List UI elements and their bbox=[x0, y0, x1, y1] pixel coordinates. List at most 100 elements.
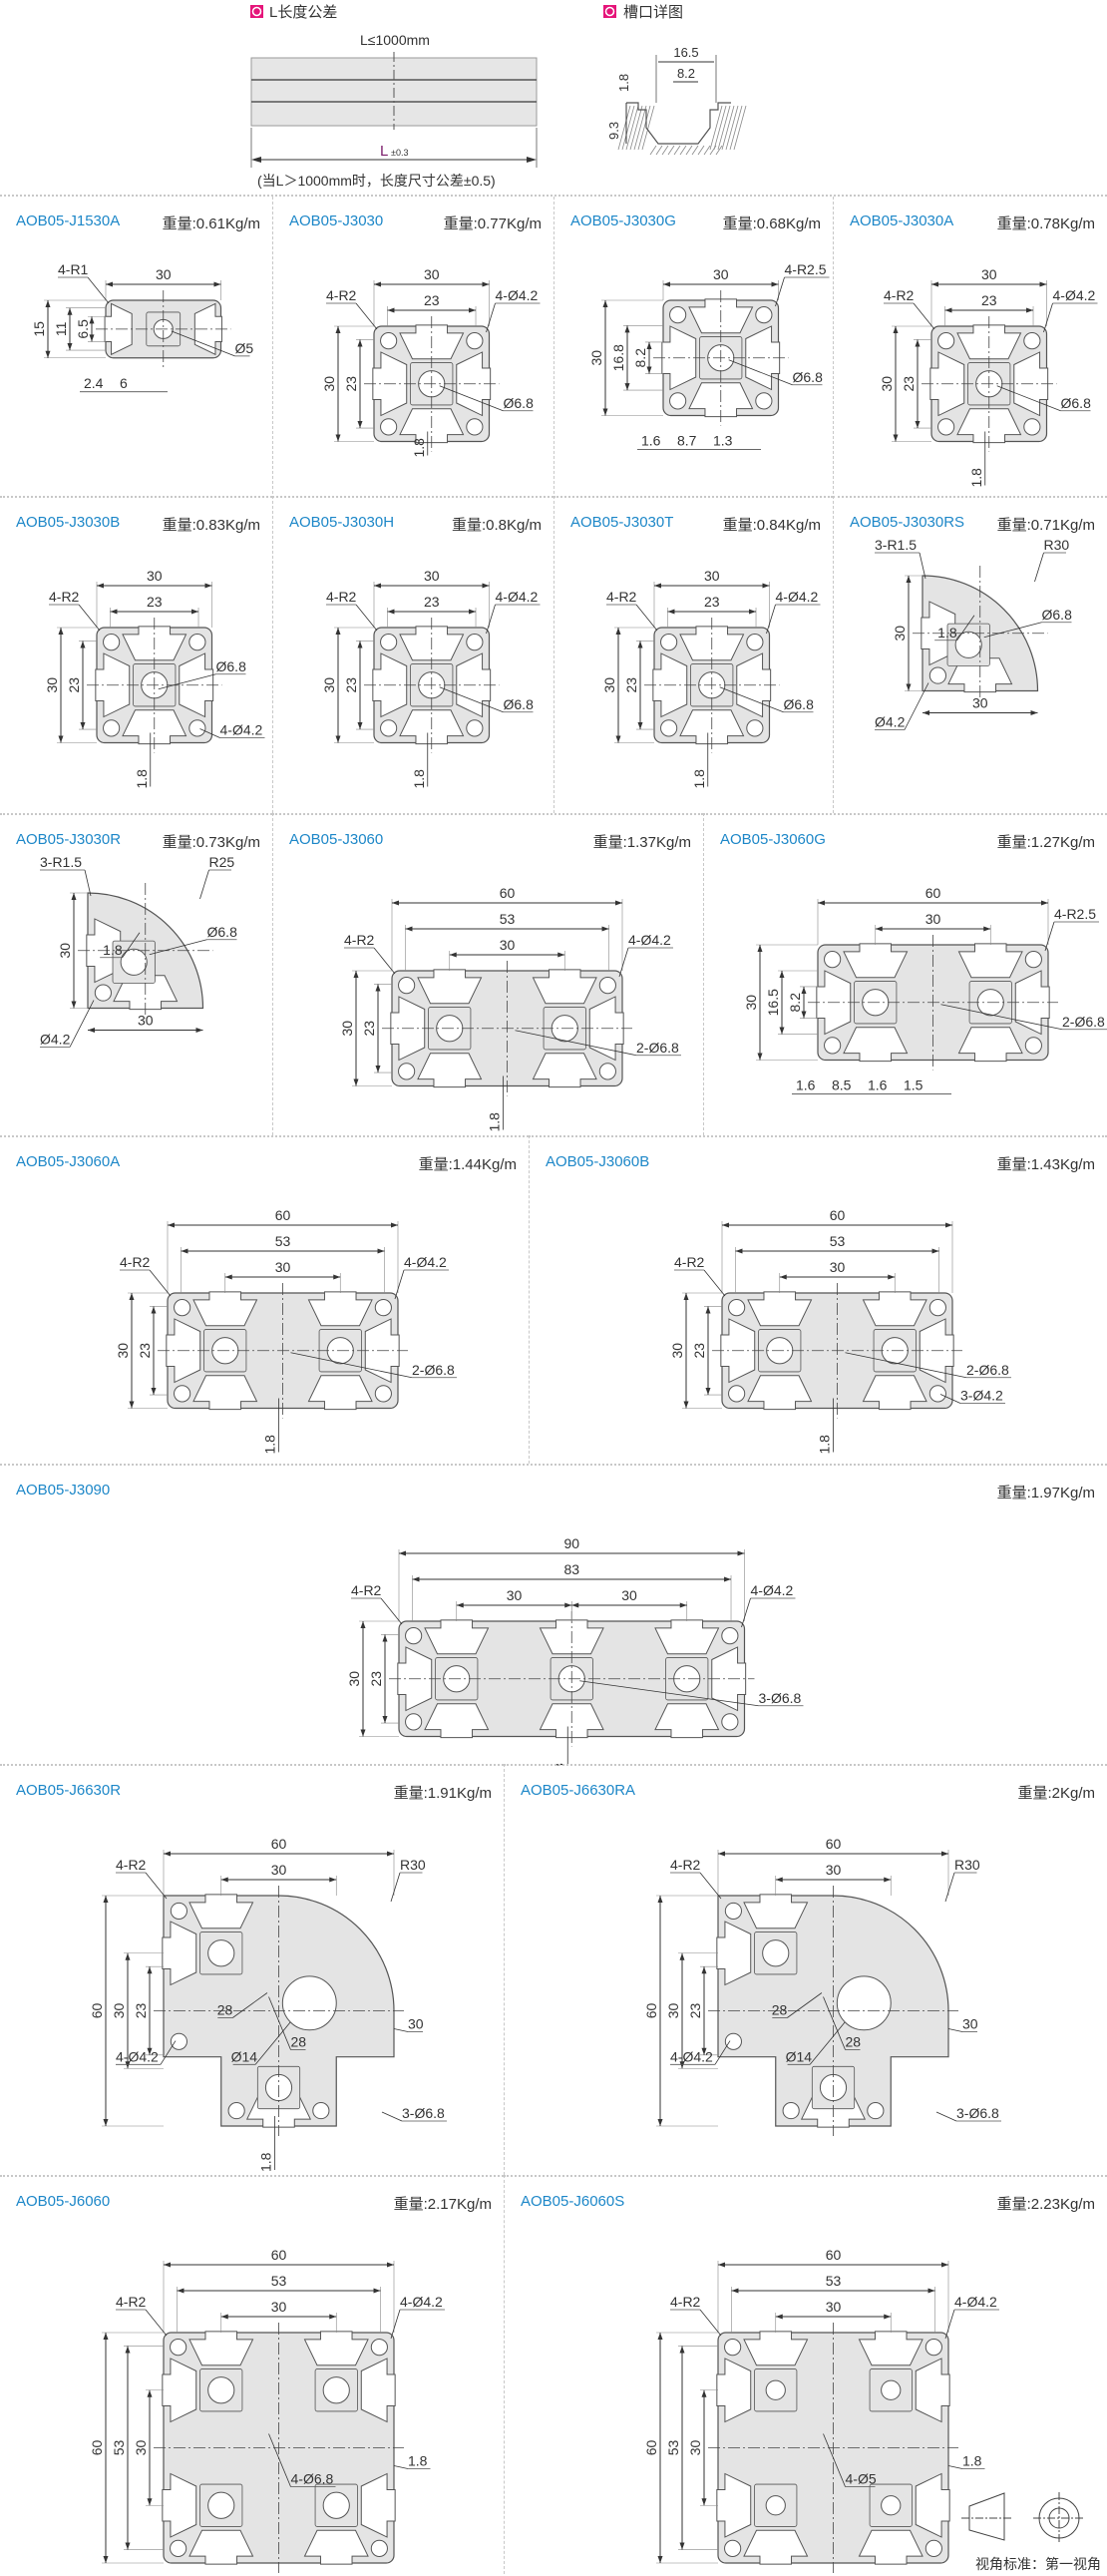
dimension-label: 30 bbox=[601, 677, 617, 693]
dimension-label: 30 bbox=[925, 911, 941, 927]
arrow-icon bbox=[412, 1576, 420, 1582]
corner-hole bbox=[669, 392, 687, 410]
arrow-icon bbox=[373, 2288, 381, 2294]
arrow-icon bbox=[779, 1027, 785, 1035]
arrow-icon bbox=[45, 350, 51, 358]
marker-circle-icon bbox=[251, 6, 262, 17]
length-tolerance: L长度公差 L≤1000mm L ±0.3 (当L＞1000mm时，长度尺寸公差… bbox=[250, 4, 538, 189]
dimension-label: 30 bbox=[972, 695, 988, 711]
callout-label: 1.8 bbox=[408, 2453, 428, 2469]
callout-label: Ø6.8 bbox=[504, 395, 535, 411]
callout-label: 3-Ø6.8 bbox=[759, 1690, 802, 1706]
arrow-icon bbox=[701, 1966, 707, 1974]
leader-line bbox=[486, 302, 496, 333]
slot-outline bbox=[626, 102, 731, 145]
arrow-icon bbox=[557, 952, 565, 958]
dimension-label: 30 bbox=[321, 677, 337, 693]
profile-weight: 重量:0.71Kg/m bbox=[996, 517, 1095, 534]
t-slot bbox=[162, 2472, 197, 2538]
callout-label: Ø6.8 bbox=[1042, 607, 1073, 623]
hatch-line bbox=[733, 105, 747, 151]
callout-label: 4-R2 bbox=[670, 2294, 701, 2310]
leader-line bbox=[823, 1996, 846, 2050]
arrow-icon bbox=[335, 434, 341, 442]
slot-width-label: 16.5 bbox=[673, 45, 698, 60]
arrow-icon bbox=[125, 2061, 131, 2069]
leader-line bbox=[766, 604, 776, 635]
profile-weight: 重量:2Kg/m bbox=[1017, 1785, 1095, 1802]
dimension-label: 30 bbox=[665, 2003, 681, 2019]
arrow-icon bbox=[888, 1274, 896, 1280]
hatch-line bbox=[709, 105, 723, 151]
corner-hole bbox=[380, 719, 398, 737]
arrow-icon bbox=[771, 281, 779, 287]
leader-line bbox=[149, 1269, 172, 1297]
t-slot bbox=[654, 1619, 720, 1655]
dimension-label: 8.7 bbox=[677, 433, 697, 449]
arrow-icon bbox=[679, 2061, 685, 2069]
arrow-icon bbox=[45, 300, 51, 307]
corner-hole bbox=[1024, 1037, 1042, 1055]
callout-label: 4-R2 bbox=[606, 589, 637, 605]
callout-label: 4-Ø4.2 bbox=[628, 932, 671, 948]
t-slot bbox=[188, 2331, 254, 2366]
large-bore bbox=[281, 1975, 337, 2031]
dimension-label: 23 bbox=[343, 376, 359, 392]
arrow-icon bbox=[571, 1602, 579, 1608]
arrow-icon bbox=[906, 576, 912, 583]
dimension-label: 60 bbox=[275, 1207, 291, 1223]
leader-line bbox=[232, 1992, 268, 2018]
arrow-icon bbox=[357, 641, 363, 648]
header-section: L长度公差 L≤1000mm L ±0.3 (当L＞1000mm时，长度尺寸公差… bbox=[0, 0, 1107, 197]
arrow-icon bbox=[80, 641, 86, 648]
hatch-line bbox=[633, 105, 647, 151]
t-slot bbox=[716, 2472, 752, 2538]
corner-hole bbox=[380, 332, 398, 350]
dimension-label: 23 bbox=[424, 292, 440, 308]
arrow-icon bbox=[663, 281, 670, 287]
t-slot bbox=[747, 1291, 813, 1327]
dimension-label: 23 bbox=[691, 1343, 707, 1359]
profile-model-number: AOB05-J3060A bbox=[16, 1153, 121, 1170]
callout-label: 4-R2 bbox=[326, 287, 357, 303]
leader-line bbox=[635, 604, 658, 632]
t-slot bbox=[360, 2472, 396, 2538]
leader-line bbox=[268, 2433, 291, 2487]
dimension-label: 1.6 bbox=[641, 433, 661, 449]
dimension-label: 30 bbox=[981, 266, 997, 282]
corner-hole bbox=[728, 1299, 746, 1317]
leader-line bbox=[579, 1680, 759, 1707]
t-slot bbox=[307, 1375, 373, 1411]
center-bore bbox=[765, 2379, 786, 2400]
callout-label: Ø6.8 bbox=[207, 924, 238, 940]
arrow-icon bbox=[110, 609, 118, 615]
profile-model-number: AOB05-J3060G bbox=[720, 831, 826, 848]
hatch-line bbox=[637, 105, 651, 151]
arrow-icon bbox=[58, 735, 64, 743]
callout-label: 4-Ø6.8 bbox=[291, 2471, 334, 2487]
arrow-icon bbox=[922, 710, 929, 715]
arrow-icon bbox=[482, 583, 490, 589]
profile-weight: 重量:0.73Kg/m bbox=[162, 834, 260, 851]
corner-hole bbox=[380, 418, 398, 436]
leader-line bbox=[956, 615, 975, 641]
arrow-icon bbox=[164, 2262, 171, 2268]
callout-label: 4-Ø5 bbox=[846, 2471, 877, 2487]
leader-line bbox=[199, 869, 209, 900]
hatch-line bbox=[641, 105, 655, 151]
dimension-label: 6 bbox=[120, 375, 128, 391]
dimension-label: 30 bbox=[271, 1862, 287, 1878]
callout-label: 1.8 bbox=[962, 2453, 982, 2469]
callout-label: 4-R2 bbox=[116, 2294, 147, 2310]
corner-hole bbox=[755, 392, 773, 410]
dimension-label: 60 bbox=[500, 885, 516, 901]
arrow-icon bbox=[399, 1550, 406, 1556]
leader-line bbox=[199, 728, 220, 738]
corner-hole bbox=[755, 306, 773, 324]
leader-line bbox=[944, 2309, 955, 2340]
